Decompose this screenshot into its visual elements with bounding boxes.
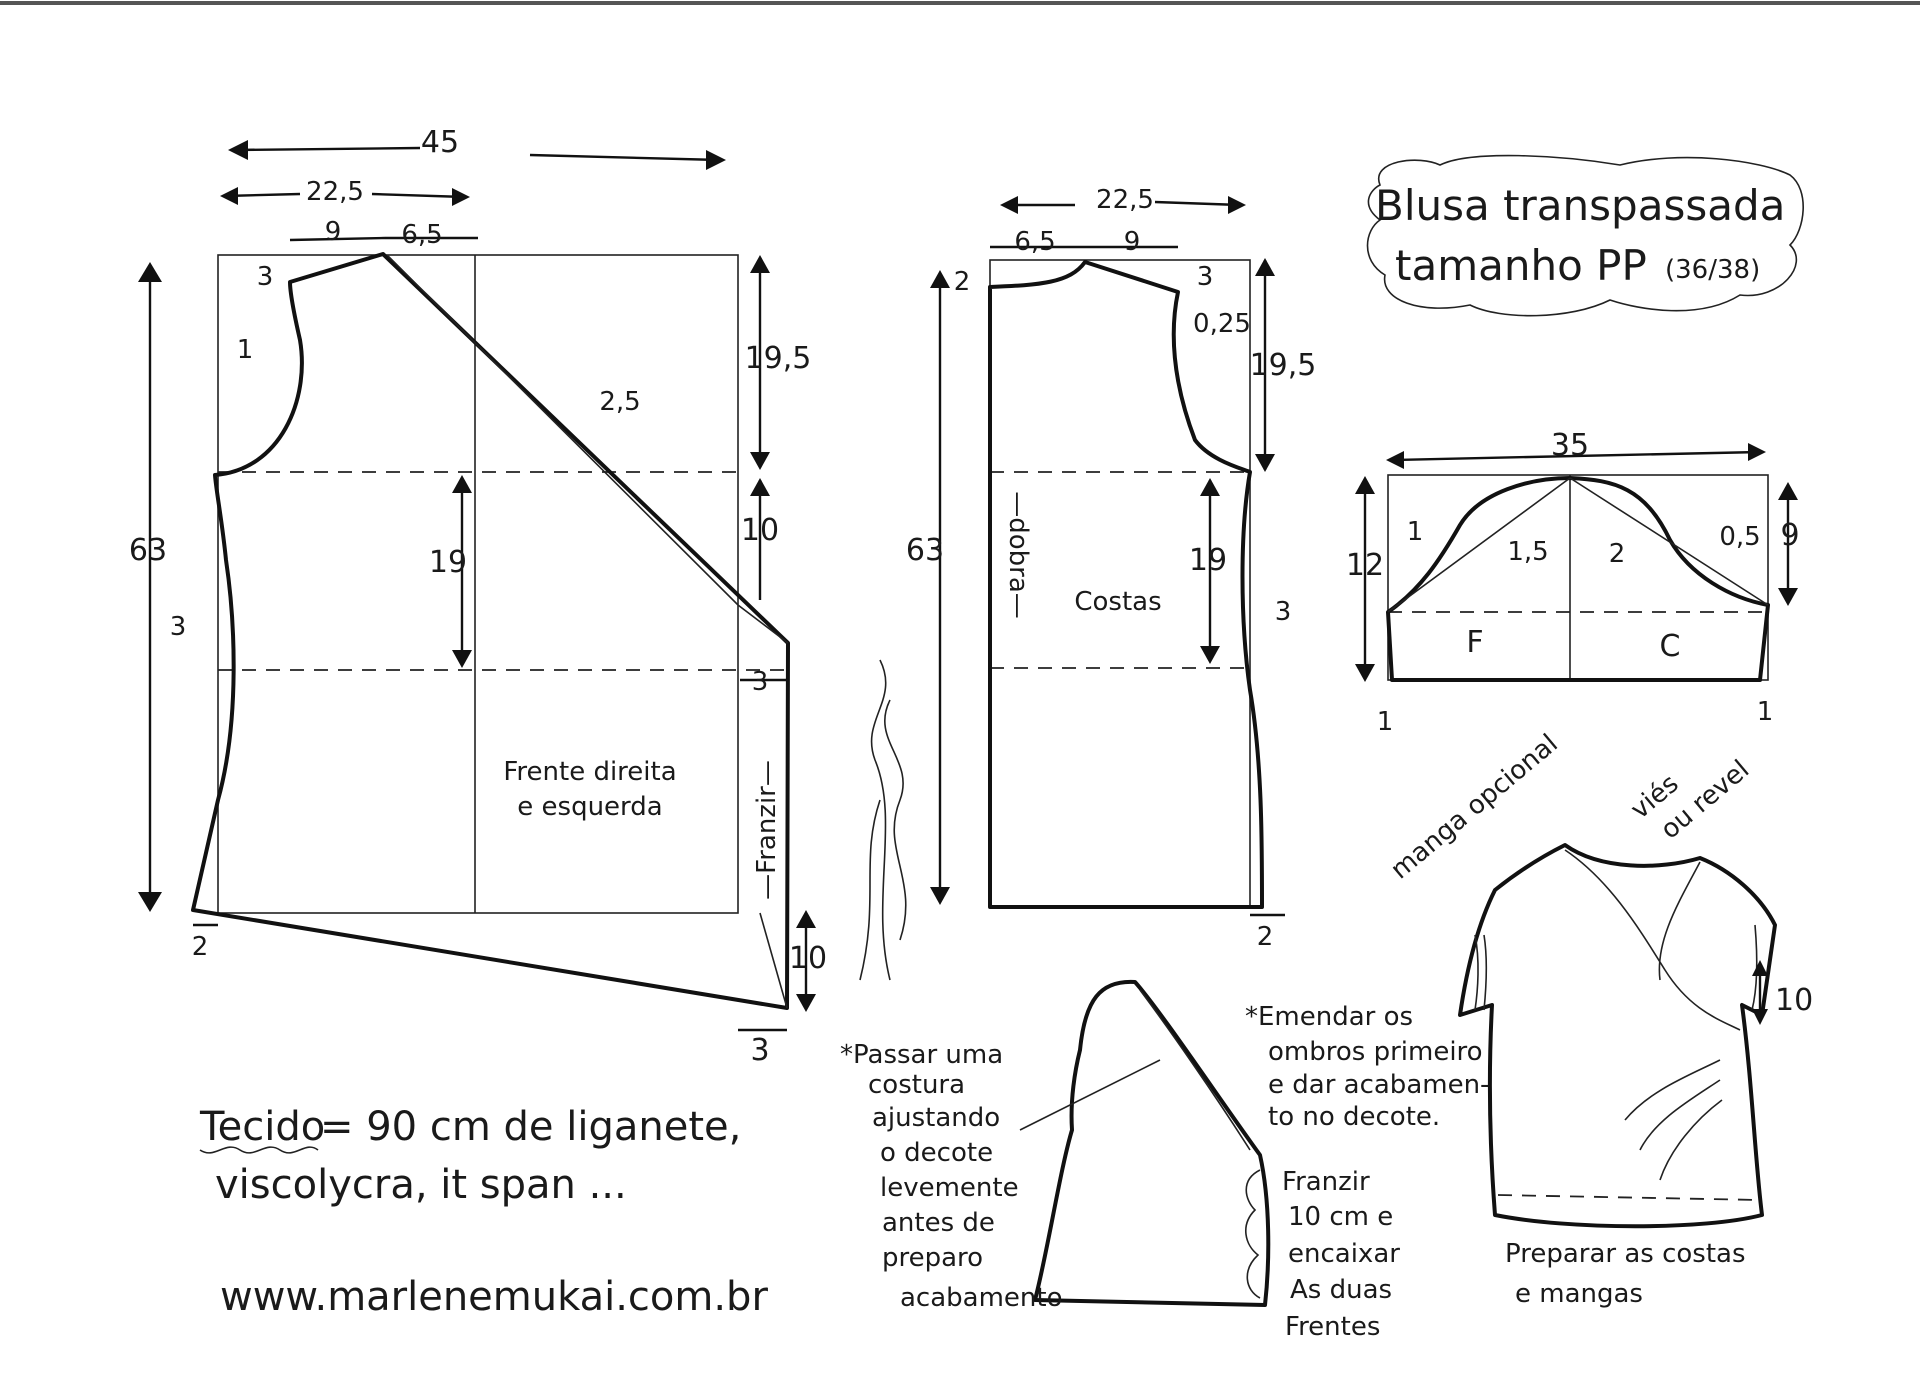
svg-text:As duas: As duas (1290, 1275, 1392, 1305)
website: www.marlenemukai.com.br (220, 1274, 768, 1320)
back-waist-depth: 19 (1189, 543, 1227, 578)
sleeve-front-label: F (1466, 625, 1483, 660)
sleeve-frame (1387, 474, 1769, 681)
sleeve-hem-right: 1 (1757, 697, 1774, 727)
svg-text:o decote: o decote (880, 1138, 993, 1168)
svg-text:10 cm e: 10 cm e (1288, 1202, 1393, 1232)
note-preparar-line1: Preparar as costas (1505, 1239, 1746, 1269)
back-height: 63 (906, 533, 944, 568)
svg-text:e dar acabamen-: e dar acabamen- (1268, 1070, 1489, 1100)
front-side-10: 10 (741, 513, 779, 548)
front-diag-curve: 2,5 (599, 387, 640, 417)
front-height: 63 (129, 533, 167, 568)
fabric-underline (199, 1146, 319, 1154)
back-label: Costas (1074, 587, 1161, 617)
front-outline (191, 252, 790, 1010)
back-neck-width: 9 (1124, 227, 1141, 257)
finished-garment-sketch (1458, 843, 1777, 1229)
front-half-width: 22,5 (306, 177, 364, 207)
svg-text:Frentes: Frentes (1285, 1312, 1380, 1342)
svg-text:ombros primeiro: ombros primeiro (1268, 1037, 1483, 1067)
front-dimensions (138, 140, 816, 1032)
svg-text:encaixar: encaixar (1288, 1239, 1400, 1269)
back-armhole-curve: 0,25 (1193, 309, 1251, 339)
front-armhole-curve: 1 (237, 335, 254, 365)
svg-text:*Passar uma: *Passar uma (840, 1040, 1003, 1070)
front-hem-drop: 10 (789, 941, 827, 976)
front-label-line2: e esquerda (517, 792, 662, 822)
sleeve-back-label: C (1660, 629, 1681, 664)
svg-text:to no decote.: to no decote. (1268, 1102, 1440, 1132)
svg-text:costura: costura (868, 1070, 965, 1100)
title-line2: tamanho PP (1395, 241, 1647, 290)
back-dimensions (930, 196, 1285, 917)
fabric-text-line2: viscolycra, it span ... (215, 1162, 627, 1208)
back-shoulder-width: 6,5 (1014, 227, 1055, 257)
title-line1: Blusa transpassada (1375, 181, 1785, 230)
front-pattern (191, 252, 790, 1010)
back-pattern (988, 259, 1264, 909)
front-armhole-depth: 19,5 (745, 341, 812, 376)
note-preparar-line2: e mangas (1515, 1279, 1643, 1309)
title-cloud (1366, 154, 1804, 317)
front-right-notch: 3 (752, 667, 769, 697)
sleeve-dimensions (1355, 443, 1798, 682)
fabric-text-line1: = 90 cm de liganete, (320, 1104, 741, 1150)
back-shoulder-drop: 3 (1197, 262, 1214, 292)
sleeve-outline (1386, 476, 1770, 682)
svg-text:levemente: levemente (880, 1173, 1019, 1203)
front-hem-left: 2 (192, 932, 209, 962)
sleeve-curve-front-2: 1,5 (1507, 537, 1548, 567)
sleeve-height: 12 (1346, 548, 1384, 583)
back-half-width: 22,5 (1096, 185, 1154, 215)
back-armhole-depth: 19,5 (1250, 348, 1317, 383)
front-frame (217, 254, 739, 914)
svg-text:preparo: preparo (882, 1243, 983, 1273)
front-franzir-label: —Franzir— (752, 760, 782, 900)
front-total-width: 45 (421, 125, 459, 160)
front-shoulder-drop: 3 (257, 262, 274, 292)
back-hip-curve: 3 (1275, 597, 1292, 627)
back-neck-drop: 2 (954, 267, 971, 297)
svg-text:ajustando: ajustando (872, 1103, 1000, 1133)
front-neck-width: 9 (325, 217, 342, 247)
title-size: (36/38) (1665, 255, 1760, 285)
front-hem-right: 3 (750, 1033, 769, 1068)
front-piece-sketch (1019, 979, 1271, 1307)
svg-text:Franzir: Franzir (1282, 1167, 1370, 1197)
svg-text:*Emendar os: *Emendar os (1245, 1002, 1413, 1032)
note-emendar: *Emendar os ombros primeiro e dar acabam… (1245, 1002, 1489, 1132)
sleeve-cap: 9 (1780, 518, 1799, 553)
signature (859, 659, 907, 981)
sleeve-curve-back-2: 0,5 (1719, 522, 1760, 552)
note-passar: *Passar uma costura ajustando o decote l… (840, 1040, 1063, 1313)
back-fold-label: —dobra— (1003, 491, 1033, 619)
front-waist-depth: 19 (429, 545, 467, 580)
front-label-line1: Frente direita (503, 757, 676, 787)
front-shoulder-width: 6,5 (401, 220, 442, 250)
front-hip-curve: 3 (170, 612, 187, 642)
svg-text:antes de: antes de (882, 1208, 995, 1238)
fabric-label: Tecido (199, 1104, 325, 1150)
back-outline (988, 260, 1264, 909)
note-ten: 10 (1775, 983, 1813, 1018)
back-hem: 2 (1257, 922, 1274, 952)
sleeve-hem-left: 1 (1377, 707, 1394, 737)
sleeve-pattern (1386, 474, 1770, 682)
svg-text:acabamento: acabamento (900, 1283, 1063, 1313)
sleeve-curve-front-1: 1 (1407, 517, 1424, 547)
note-franzir: Franzir 10 cm e encaixar As duas Frentes (1282, 1167, 1400, 1342)
sleeve-curve-back-1: 2 (1609, 539, 1626, 569)
sleeve-width: 35 (1551, 428, 1589, 463)
